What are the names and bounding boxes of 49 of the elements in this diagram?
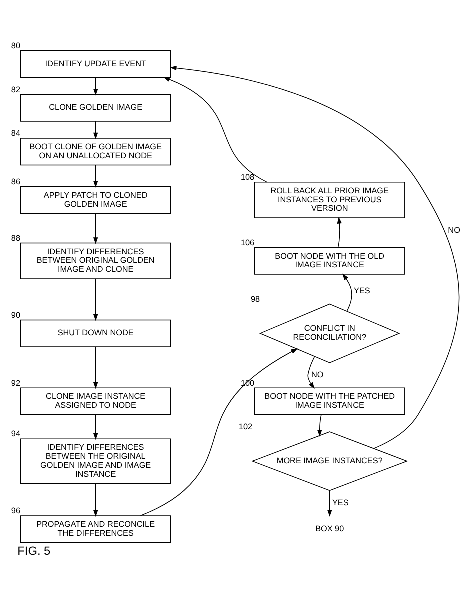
node-label: 92 xyxy=(11,378,21,388)
node-box: IDENTIFY DIFFERENCES BETWEEN THE ORIGINAL GOLDEN IMAGE AND IMAGE INSTANCE xyxy=(20,438,172,484)
edge-label: NO xyxy=(448,226,460,235)
node-diamond: MORE IMAGE INSTANCES? xyxy=(252,432,408,492)
node-label: 98 xyxy=(251,294,260,304)
node-box: ROLL BACK ALL PRIOR IMAGE INSTANCES TO PREVIOUS VERSION xyxy=(254,182,406,218)
arrow xyxy=(94,484,98,518)
arrow xyxy=(94,346,98,390)
arrow xyxy=(94,414,98,440)
node-box: CLONE GOLDEN IMAGE xyxy=(20,94,172,122)
arrow xyxy=(94,165,98,188)
node-label: 82 xyxy=(11,85,21,94)
arrow xyxy=(94,77,98,96)
arrow xyxy=(170,66,460,450)
node-diamond: CONFLICT IN RECONCILIATION? xyxy=(259,304,400,364)
arrow xyxy=(318,414,322,437)
edge-label: NO xyxy=(311,370,324,380)
node-box: SHUT DOWN NODE xyxy=(20,320,172,348)
arrow xyxy=(163,77,268,183)
node-box: BOOT NODE WITH THE PATCHED IMAGE INSTANCE xyxy=(254,388,406,416)
arrow xyxy=(94,278,98,322)
node-label: 94 xyxy=(11,430,21,439)
node-label: 88 xyxy=(11,234,21,243)
node-label: 106 xyxy=(240,238,255,248)
edge-label: YES xyxy=(354,286,370,296)
arrow xyxy=(308,356,316,390)
node-label: 80 xyxy=(11,42,21,51)
arrow xyxy=(342,274,352,312)
edge-label: YES xyxy=(332,498,349,508)
arrow xyxy=(94,121,98,140)
arrow xyxy=(328,490,332,517)
node-box: PROPAGATE AND RECONCILE THE DIFFERENCES xyxy=(20,516,172,544)
node-label: 96 xyxy=(11,506,21,516)
node-label: 84 xyxy=(11,129,21,138)
node-box: IDENTIFY UPDATE EVENT xyxy=(20,50,172,78)
node-box: IDENTIFY DIFFERENCES BETWEEN ORIGINAL GOLDEN IMAGE AND CLONE xyxy=(20,242,172,280)
node-label: 102 xyxy=(238,422,253,432)
arrow xyxy=(140,348,298,516)
arrow xyxy=(94,213,98,244)
node-box: BOOT CLONE OF GOLDEN IMAGE ON AN UNALLOCATED NODE xyxy=(20,138,172,166)
node-box: APPLY PATCH TO CLONED GOLDEN IMAGE xyxy=(20,186,172,214)
node-text: BOX 90 xyxy=(316,524,344,534)
caption: FIG. 5 xyxy=(18,544,51,558)
node-label: 90 xyxy=(11,310,21,320)
arrow xyxy=(337,217,342,248)
node-label: 108 xyxy=(240,173,255,182)
node-box: BOOT NODE WITH THE OLD IMAGE INSTANCE xyxy=(254,247,406,275)
node-box: CLONE IMAGE INSTANCE ASSIGNED TO NODE xyxy=(20,388,172,416)
node-label: 86 xyxy=(11,177,21,186)
